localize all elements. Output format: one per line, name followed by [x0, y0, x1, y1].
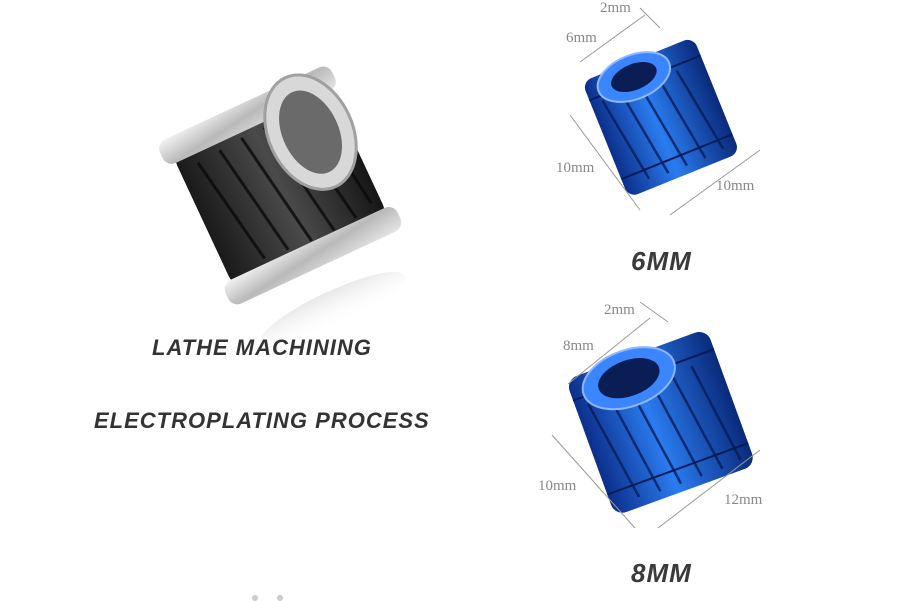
caption-electroplating-process: ELECTROPLATING PROCESS [94, 408, 430, 433]
dimension-lines-6mm [569, 7, 761, 216]
dim-height-8mm: 10mm [538, 478, 577, 494]
reflection-dot [252, 595, 258, 601]
blue-bead-8mm [568, 331, 753, 513]
dimension-lines-8mm [551, 301, 761, 529]
dim-width-8mm: 12mm [724, 492, 763, 508]
dim-hole-8mm: 8mm [563, 338, 594, 354]
blue-bead-6mm [584, 39, 737, 195]
caption-lathe-machining: LATHE MACHINING [152, 335, 372, 360]
reflection-dot [277, 595, 283, 601]
dim-width-6mm: 10mm [716, 178, 755, 194]
dim-wall-8mm: 2mm [604, 302, 635, 318]
black-steel-bead [159, 66, 406, 348]
dim-hole-6mm: 6mm [566, 30, 597, 46]
dim-height-6mm: 10mm [556, 160, 595, 176]
dim-wall-6mm: 2mm [600, 0, 631, 16]
size-label-8mm: 8MM [631, 558, 692, 588]
size-label-6mm: 6MM [631, 246, 692, 276]
